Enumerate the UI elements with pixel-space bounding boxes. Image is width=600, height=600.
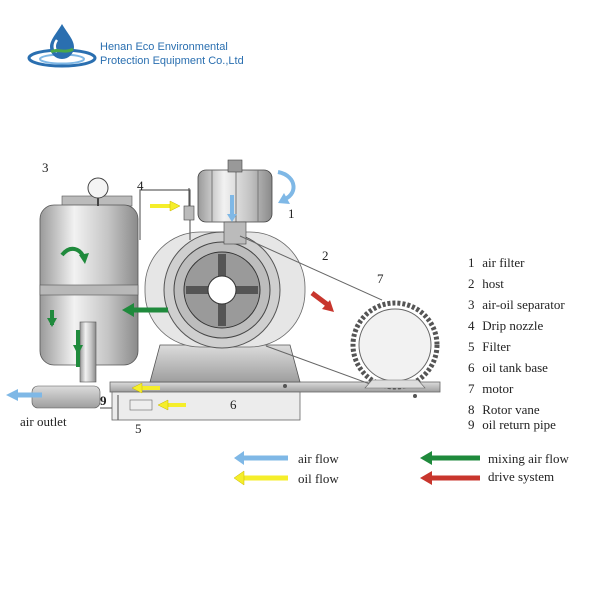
legend-row-9: 9 oil return pipe bbox=[468, 417, 556, 432]
callout-6: 6 bbox=[230, 397, 237, 412]
legend-row-2: 2 host bbox=[468, 276, 504, 291]
oil-flow-label: oil flow bbox=[298, 471, 339, 486]
legend-row-1: 1 air filter bbox=[468, 255, 525, 270]
legend-row-4: 4 Drip nozzle bbox=[468, 318, 544, 333]
callout-1: 1 bbox=[288, 206, 295, 221]
callout-9: 9 bbox=[100, 393, 107, 408]
component-legend: 1 air filter 2 host 3 air-oil separator … bbox=[468, 252, 565, 432]
motor bbox=[239, 235, 440, 390]
company-name-line1: Henan Eco Environmental bbox=[100, 41, 228, 53]
company-name-line2: Protection Equipment Co.,Ltd bbox=[100, 55, 244, 67]
air-outlet-pipe bbox=[6, 385, 101, 409]
callout-2: 2 bbox=[322, 248, 329, 263]
callout-3: 3 bbox=[42, 160, 49, 175]
callout-5: 5 bbox=[135, 421, 142, 436]
legend-row-3: 3 air-oil separator bbox=[468, 297, 565, 312]
mixing-air-flow-label: mixing air flow bbox=[488, 451, 569, 466]
legend-row-5: 5 Filter bbox=[468, 339, 511, 354]
rotor-vane bbox=[183, 251, 261, 329]
drive-system-label: drive system bbox=[488, 469, 555, 484]
callout-7: 7 bbox=[377, 271, 384, 286]
air-flow-label: air flow bbox=[298, 451, 339, 466]
company-logo-icon bbox=[27, 24, 97, 68]
air-filter bbox=[197, 159, 273, 245]
legend-row-7: 7 motor bbox=[468, 381, 514, 396]
air-flow-arrow-icon bbox=[233, 451, 288, 486]
host-compressor bbox=[144, 231, 306, 383]
mixing-flow-arrow-icon bbox=[420, 451, 480, 485]
legend-row-8: 8 Rotor vane bbox=[468, 402, 540, 417]
air-outlet-label: air outlet bbox=[20, 414, 67, 429]
air-oil-separator bbox=[39, 177, 139, 383]
callout-4: 4 bbox=[137, 178, 144, 193]
legend-row-6: 6 oil tank base bbox=[468, 360, 548, 375]
company-name: Henan Eco Environmental Protection Equip… bbox=[100, 40, 244, 68]
